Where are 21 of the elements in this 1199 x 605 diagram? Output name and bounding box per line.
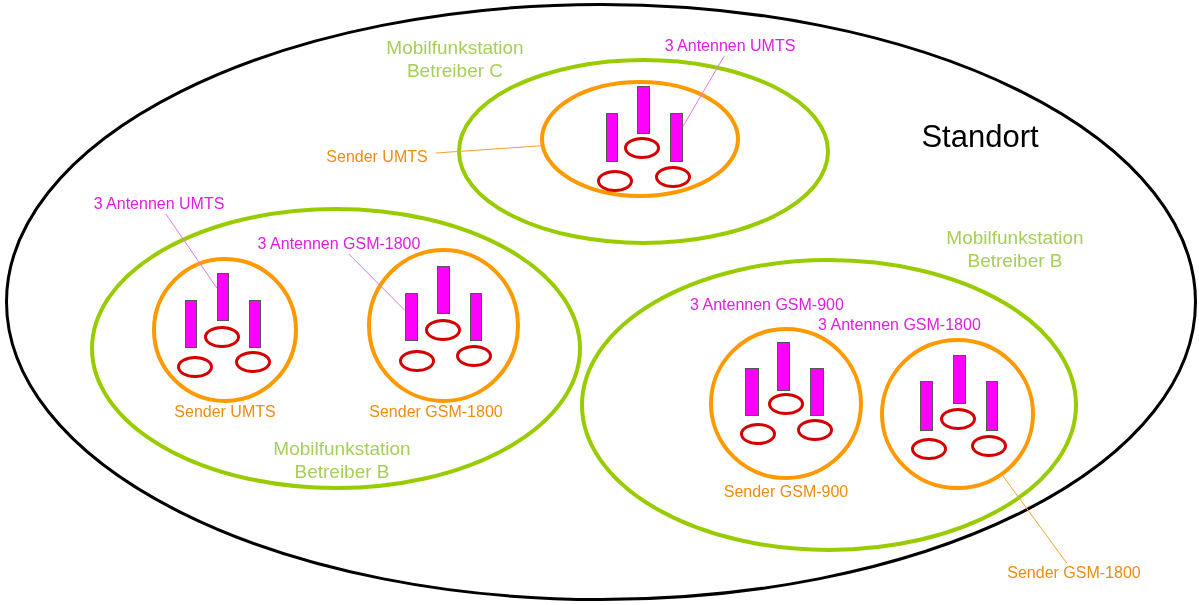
station-label: Mobilfunkstation Betreiber C (385, 36, 525, 82)
site-label: Standort (920, 118, 1040, 156)
station-label: Mobilfunkstation Betreiber B (272, 437, 412, 483)
antenna-bar (670, 113, 683, 162)
antenna-bar (405, 293, 418, 341)
antenna-label: 3 Antennen UMTS (664, 36, 796, 56)
leader-line (435, 145, 542, 154)
transmitter-label: Sender GSM-1800 (368, 402, 504, 422)
transmitter-label: Sender GSM-1800 (1006, 563, 1142, 583)
transmitter-label: Sender GSM-900 (722, 482, 850, 502)
leader-line (1002, 475, 1068, 564)
antenna-label: 3 Antennen GSM-900 (690, 295, 844, 315)
antenna-label: 3 Antennen UMTS (92, 194, 226, 214)
leader-line (348, 253, 406, 311)
station-label: Mobilfunkstation Betreiber B (945, 226, 1085, 272)
leader-line (165, 213, 218, 289)
transmitter-label: Sender UMTS (325, 147, 429, 167)
antenna-label: 3 Antennen GSM-1800 (818, 315, 981, 335)
antenna-label: 3 Antennen GSM-1800 (256, 234, 422, 254)
antenna-bar (217, 273, 229, 321)
transmitter-label: Sender UMTS (173, 402, 277, 422)
